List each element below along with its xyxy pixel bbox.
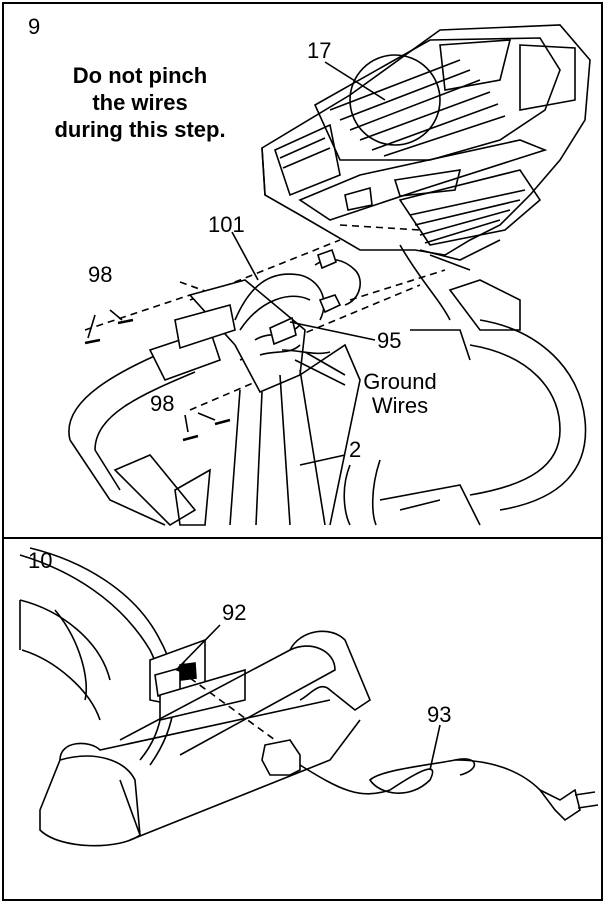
label-upright: 2: [349, 437, 362, 462]
flywheel-drawing: [19, 547, 176, 766]
warning-line-2: the wires: [92, 90, 188, 115]
label-ground-wires: Ground Wires: [350, 370, 450, 418]
wire-harness-drawing: [234, 248, 361, 356]
ground-wires-line-2: Wires: [371, 393, 429, 418]
label-screws-bottom: 98: [150, 391, 175, 416]
receptacle-opening-drawing: [179, 662, 197, 681]
power-cord-drawing: [189, 677, 599, 822]
step-9-number: 9: [28, 14, 41, 39]
step-10-number: 10: [28, 548, 53, 573]
warning-line-3: during this step.: [54, 117, 226, 142]
leader-lines: [231, 61, 386, 466]
label-console: 17: [307, 38, 332, 63]
step-10-leader-lines: [177, 624, 441, 771]
label-screws-top: 98: [88, 262, 113, 287]
warning-line-1: Do not pinch: [72, 63, 208, 88]
label-receptacle: 92: [222, 600, 247, 625]
pinch-warning: Do not pinch the wires during this step.: [30, 62, 250, 143]
label-power-cord: 93: [427, 702, 452, 727]
step-divider: [2, 537, 603, 539]
label-wire-harness: 101: [208, 212, 245, 237]
alignment-lines: [84, 224, 446, 411]
base-frame-drawing: [39, 630, 371, 847]
label-bracket: 95: [377, 328, 402, 353]
frame-drawing: [68, 244, 587, 527]
console-drawing: [261, 24, 591, 271]
ground-wires-line-1: Ground: [363, 369, 437, 394]
screws-drawing: [84, 309, 231, 442]
